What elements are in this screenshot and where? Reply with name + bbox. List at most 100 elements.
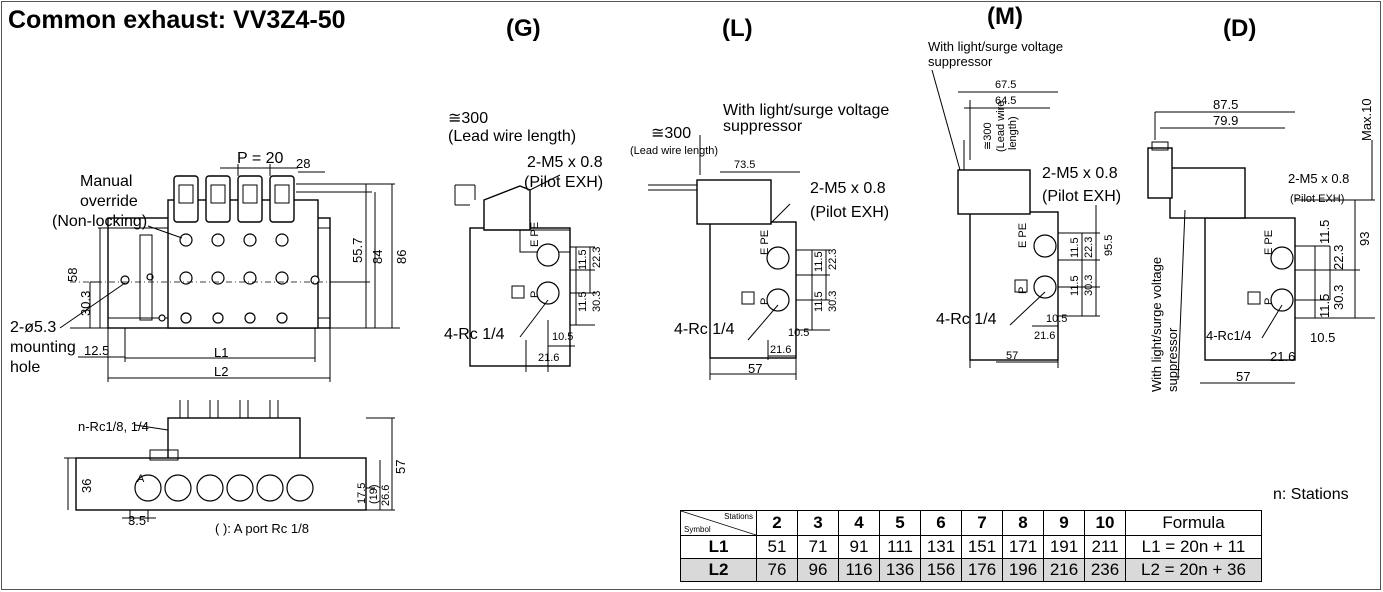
table-cell: 176 [961,558,1003,582]
m-suppressor-label-1: With light/surge voltage [928,39,1064,54]
m-dimension-57: 57 [1006,350,1019,362]
g-pilot-thread: 2-M5 x 0.8 [527,154,603,171]
table-cell: 116 [838,558,880,582]
a-port-note: ( ): A port Rc 1/8 [215,521,309,536]
m-dimension-67-5: 67.5 [995,79,1017,91]
m-dimension-11-5-a: 11.5 [1069,237,1081,258]
row-symbol-l1: L1 [680,535,757,559]
table-row-l1: L1 51 71 91 111 131 151 171 191 211 L1 =… [680,535,1262,559]
manual-override-label-3: (Non-locking) [52,213,148,230]
table-corner-cell: Stations Symbol [680,510,757,536]
l-dimension-21-6: 21.6 [770,344,792,356]
table-cell: 156 [920,558,962,582]
d-dimension-87-5: 87.5 [1213,97,1239,112]
g-dimension-10-5: 10.5 [552,331,574,343]
view-label-g: (G) [506,15,541,42]
row-formula-l1: L1 = 20n + 11 [1125,535,1262,559]
g-port-p: P [529,290,541,298]
dimension-17-5: 17.5 [356,482,368,504]
d-dimension-30-3: 30.3 [1331,284,1346,310]
m-port-p: P [1017,286,1029,294]
d-dimension-57: 57 [1236,369,1251,384]
l-port-p: P [759,297,771,305]
l-dimension-11-5-a: 11.5 [813,251,825,272]
mounting-hole-label-3: hole [10,359,41,376]
m-lead-length-value: ≅300 [982,122,994,150]
view-m-drawing [931,69,1100,368]
d-pilot-exh: (Pilot EXH) [1290,193,1345,205]
l-suppressor-label-1: With light/surge voltage [723,102,890,119]
m-lead-length-label-1: (Lead wire [995,100,1007,152]
l-pilot-thread: 2-M5 x 0.8 [810,180,886,197]
dimension-l2: L2 [214,364,229,379]
d-pilot-thread: 2-M5 x 0.8 [1288,171,1350,186]
m-dimension-11-5-b: 11.5 [1069,275,1081,296]
m-dimension-10-5: 10.5 [1046,313,1068,325]
l-lead-length-value: ≅300 [651,125,692,142]
m-dimension-21-6: 21.6 [1034,330,1056,342]
d-suppressor-label-2: suppressor [1165,327,1180,392]
table-header-row: Stations Symbol 2 3 4 5 6 7 8 9 10 Formu… [680,510,1262,536]
stations-note: n: Stations [1273,486,1349,503]
view-l-drawing [648,135,830,380]
view-label-d: (D) [1223,15,1257,42]
view-label-m: (M) [987,3,1023,30]
g-port-size: 4-Rc 1/4 [444,326,505,343]
g-dimension-11-5-b: 11.5 [577,291,589,312]
a-port-label: A [137,473,145,485]
corner-symbol-label: Symbol [684,525,711,534]
d-suppressor-label-1: With light/surge voltage [1149,256,1164,392]
top-view-drawing [59,164,400,382]
l-port-e-pe: E PE [759,229,771,255]
d-dimension-10-5: 10.5 [1310,330,1336,345]
g-dimension-30-3: 30.3 [591,290,603,312]
d-dimension-79-9: 79.9 [1213,113,1239,128]
d-dimension-11-5-a: 11.5 [1317,219,1332,244]
header-station-3: 3 [797,510,839,536]
d-max-10: Max.10 [1359,98,1374,141]
table-cell: 151 [961,535,1003,559]
header-station-6: 6 [920,510,962,536]
m-port-size: 4-Rc 1/4 [936,311,997,328]
m-port-e-pe: E PE [1017,222,1029,248]
dimension-3-5: 3.5 [128,513,147,528]
table-cell: 211 [1084,535,1126,559]
m-pilot-thread: 2-M5 x 0.8 [1042,165,1118,182]
g-lead-length-value: ≅300 [448,110,489,127]
g-dimension-22-3: 22.3 [591,246,603,268]
m-dimension-30-3: 30.3 [1083,274,1095,296]
page-title: Common exhaust: VV3Z4-50 [8,6,346,34]
m-dimension-95-5: 95.5 [1103,234,1115,256]
view-d-drawing [1147,111,1375,384]
dimension-table: Stations Symbol 2 3 4 5 6 7 8 9 10 Formu… [680,510,1262,582]
l-pilot-exh: (Pilot EXH) [810,204,890,221]
table-cell: 131 [920,535,962,559]
dimension-19: (19) [368,484,380,504]
table-cell: 76 [756,558,798,582]
m-lead-length-label-2: length) [1007,116,1019,150]
dimension-84: 84 [370,249,385,264]
mounting-hole-label-2: mounting [10,339,76,356]
table-cell: 236 [1084,558,1126,582]
d-port-e-pe: E PE [1263,229,1275,255]
pitch-dimension: P = 20 [237,150,284,167]
header-station-2: 2 [756,510,798,536]
l-suppressor-label-2: suppressor [723,118,803,135]
table-cell: 171 [1002,535,1044,559]
table-row-l2: L2 76 96 116 136 156 176 196 216 236 L2 … [680,558,1262,582]
dimension-58: 58 [65,267,80,282]
g-dimension-21-6: 21.6 [538,352,560,364]
l-lead-length-label: (Lead wire length) [630,145,719,157]
header-station-5: 5 [879,510,921,536]
m-suppressor-label-2: suppressor [928,54,993,69]
dimension-30-3: 30.3 [78,290,93,316]
header-station-7: 7 [961,510,1003,536]
dimension-28: 28 [296,156,311,171]
table-cell: 196 [1002,558,1044,582]
table-cell: 216 [1043,558,1085,582]
table-cell: 136 [879,558,921,582]
dimension-57: 57 [393,459,408,474]
l-dimension-11-5-b: 11.5 [813,291,825,312]
